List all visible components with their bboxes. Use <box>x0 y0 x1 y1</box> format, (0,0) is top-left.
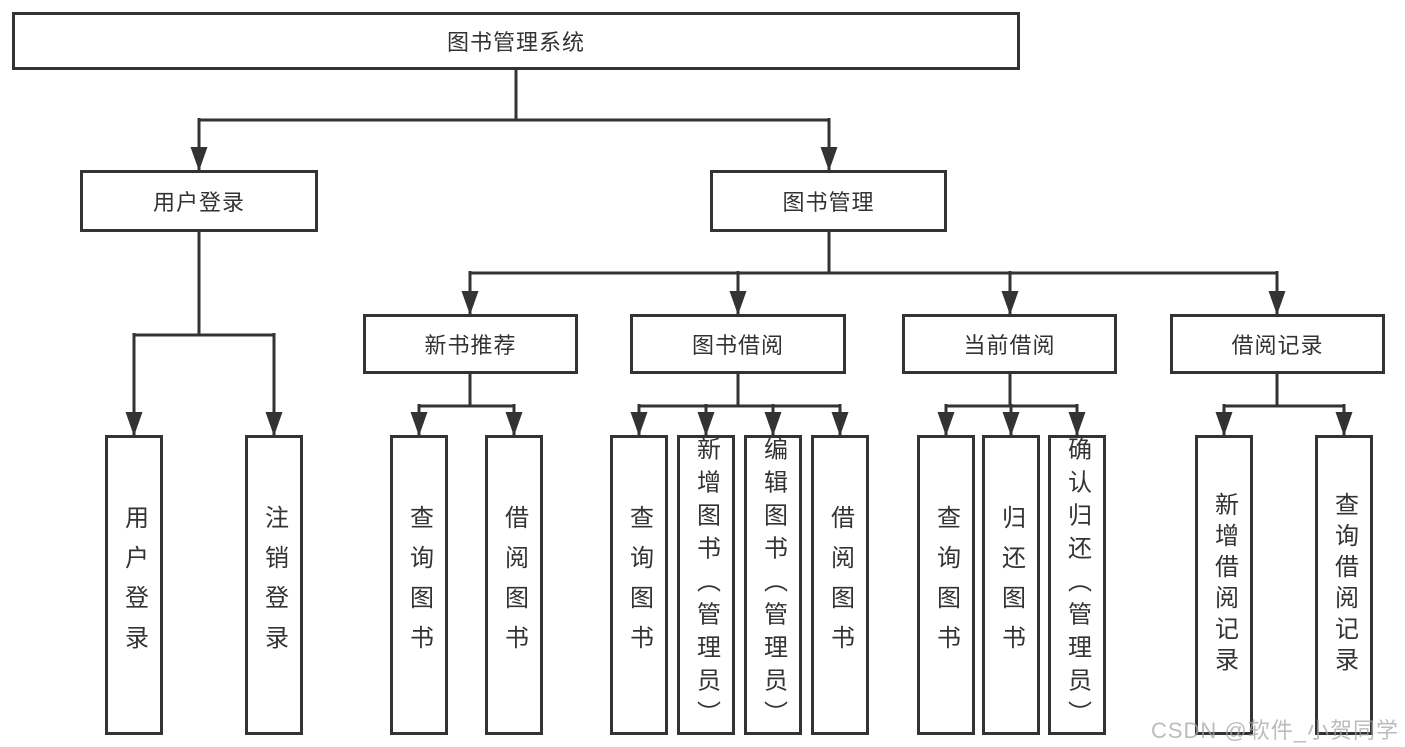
leaf-query-books-borrow: 查询图书 <box>610 435 668 735</box>
leaf-add-borrow-record: 新增借阅记录 <box>1195 435 1253 735</box>
leaf-add-book-admin: 新增图书（管理员） <box>677 435 735 735</box>
leaf-return-book: 归还图书 <box>982 435 1040 735</box>
node-book-borrow: 图书借阅 <box>630 314 846 374</box>
leaf-edit-book-admin: 编辑图书（管理员） <box>744 435 802 735</box>
leaf-label: 归还图书 <box>997 505 1025 665</box>
watermark: CSDN @软件_小贺同学 <box>1150 718 1399 743</box>
leaf-label: 用户登录 <box>120 505 148 665</box>
leaf-label: 查询图书 <box>932 505 960 665</box>
leaf-query-books-current: 查询图书 <box>917 435 975 735</box>
node-new-book-recommend: 新书推荐 <box>363 314 578 374</box>
root-node: 图书管理系统 <box>12 12 1020 70</box>
leaf-query-books-recommend: 查询图书 <box>390 435 448 735</box>
leaf-logout: 注销登录 <box>245 435 303 735</box>
leaf-label: 借阅图书 <box>826 505 854 665</box>
leaf-confirm-return-admin: 确认归还（管理员） <box>1048 435 1106 735</box>
leaf-borrow-books-recommend: 借阅图书 <box>485 435 543 735</box>
leaf-query-borrow-record: 查询借阅记录 <box>1315 435 1373 735</box>
node-book-management: 图书管理 <box>710 170 947 232</box>
leaf-label: 新增借阅记录 <box>1210 492 1238 678</box>
leaf-label: 确认归还（管理员） <box>1063 436 1091 734</box>
leaf-label: 查询图书 <box>405 505 433 665</box>
node-user-login: 用户登录 <box>80 170 318 232</box>
leaf-label: 查询图书 <box>625 505 653 665</box>
node-borrow-records: 借阅记录 <box>1170 314 1385 374</box>
leaf-label: 注销登录 <box>260 505 288 665</box>
leaf-user-login: 用户登录 <box>105 435 163 735</box>
leaf-label: 查询借阅记录 <box>1330 492 1358 678</box>
leaf-label: 借阅图书 <box>500 505 528 665</box>
leaf-borrow-books: 借阅图书 <box>811 435 869 735</box>
node-current-borrow: 当前借阅 <box>902 314 1117 374</box>
leaf-label: 编辑图书（管理员） <box>759 436 787 734</box>
leaf-label: 新增图书（管理员） <box>692 436 720 734</box>
